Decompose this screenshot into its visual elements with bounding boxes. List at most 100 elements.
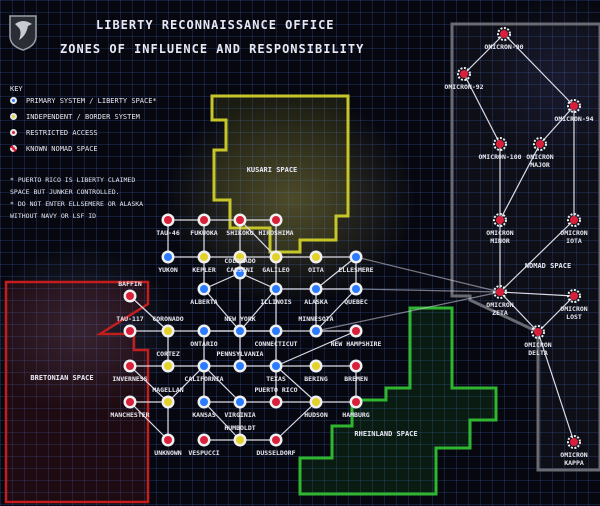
jump-lane — [203, 288, 241, 332]
note-ellesmere-1: * DO NOT ENTER ELLSEMERE OR ALASKA — [10, 200, 144, 208]
system-node-alberta[interactable] — [197, 282, 211, 296]
system-label-cassini: CASSINI — [226, 266, 253, 274]
system-marker-fill — [352, 362, 360, 370]
zone-label-nomad: NOMAD SPACE — [525, 262, 571, 270]
system-node-quebec[interactable] — [349, 282, 363, 296]
system-label-hiroshima: HIROSHIMA — [258, 229, 293, 237]
system-node-illinois[interactable] — [269, 282, 283, 296]
system-node-omicroniota[interactable] — [567, 213, 581, 227]
system-node-kansas[interactable] — [197, 395, 211, 409]
system-node-dusseldorf[interactable] — [269, 433, 283, 447]
system-node-bremen[interactable] — [349, 359, 363, 373]
system-node-hudson[interactable] — [309, 395, 323, 409]
system-node-minnesota[interactable] — [309, 324, 323, 338]
system-node-omicron100[interactable] — [493, 137, 507, 151]
system-node-kepler[interactable] — [197, 250, 211, 264]
system-marker-ring — [567, 289, 581, 303]
note-puerto-rico-1: * PUERTO RICO IS LIBERTY CLAIMED — [10, 176, 136, 184]
system-node-cortez[interactable] — [161, 359, 175, 373]
system-label-newyork: NEW YORK — [224, 315, 255, 323]
system-marker-fill — [200, 253, 208, 261]
system-node-ellesmere[interactable] — [349, 250, 363, 264]
system-node-puertorico[interactable] — [269, 395, 283, 409]
faction-logo-icon — [6, 12, 40, 52]
system-node-alaska[interactable] — [309, 282, 323, 296]
system-label-tau46: TAU-46 — [156, 229, 180, 237]
system-label-omicronminor: OMICRON — [486, 229, 513, 237]
system-node-unknown[interactable] — [161, 433, 175, 447]
system-node-magellan[interactable] — [161, 395, 175, 409]
system-marker-fill — [272, 398, 280, 406]
system-node-humboldt[interactable] — [233, 433, 247, 447]
system-node-virginia[interactable] — [233, 395, 247, 409]
system-node-pennsylvania[interactable] — [233, 359, 247, 373]
system-label-bering: BERING — [304, 375, 328, 383]
system-marker-fill — [312, 362, 320, 370]
system-marker-fill — [352, 398, 360, 406]
system-marker-fill — [272, 216, 280, 224]
system-node-galileo[interactable] — [269, 250, 283, 264]
jump-lane — [167, 365, 205, 403]
zone-label-rheinland: RHEINLAND SPACE — [354, 430, 417, 438]
system-label-fukuoka: FUKUOKA — [190, 229, 217, 237]
note-ellesmere-2: WITHOUT NAVY OR LSF ID — [10, 212, 97, 220]
system-node-inverness[interactable] — [123, 359, 137, 373]
system-marker-fill — [570, 292, 578, 300]
system-node-shikoku[interactable] — [233, 213, 247, 227]
system-node-omicron90[interactable] — [497, 27, 511, 41]
system-node-ontario[interactable] — [197, 324, 211, 338]
jump-lane — [355, 288, 501, 293]
system-node-omicronzeta[interactable] — [493, 285, 507, 299]
system-node-omicronkappa[interactable] — [567, 435, 581, 449]
system-marker-ring — [567, 213, 581, 227]
system-node-omicronminor[interactable] — [493, 213, 507, 227]
system-node-connecticut[interactable] — [269, 324, 283, 338]
system-marker-fill — [164, 362, 172, 370]
system-node-texas[interactable] — [269, 359, 283, 373]
system-node-oita[interactable] — [309, 250, 323, 264]
system-marker-fill — [312, 285, 320, 293]
system-node-cassini[interactable] — [233, 250, 247, 264]
system-node-manchester[interactable] — [123, 395, 137, 409]
system-node-omicronlost[interactable] — [567, 289, 581, 303]
system-node-baffin[interactable] — [123, 289, 137, 303]
system-node-hamburg[interactable] — [349, 395, 363, 409]
system-marker-ring — [457, 67, 471, 81]
system-node-newyork[interactable] — [233, 324, 247, 338]
system-marker-fill — [164, 216, 172, 224]
jump-lane — [463, 33, 505, 75]
system-node-newhampshire[interactable] — [349, 324, 363, 338]
system-label-omicronzeta: OMICRON — [486, 301, 513, 309]
system-node-omicronmajor[interactable] — [533, 137, 547, 151]
system-marker-fill — [312, 327, 320, 335]
system-marker-fill — [200, 362, 208, 370]
map-title: LIBERTY RECONNAISSANCE OFFICE — [96, 18, 335, 32]
system-marker-fill — [164, 253, 172, 261]
system-marker-fill — [200, 398, 208, 406]
system-node-tau117[interactable] — [123, 324, 137, 338]
system-node-vespucci[interactable] — [197, 433, 211, 447]
system-node-bering[interactable] — [309, 359, 323, 373]
key-label-liberty: PRIMARY SYSTEM / LIBERTY SPACE* — [26, 97, 157, 105]
system-node-omicron94[interactable] — [567, 99, 581, 113]
system-label-omicron90: OMICRON-90 — [484, 43, 523, 51]
system-marker-ring — [533, 137, 547, 151]
system-node-hiroshima[interactable] — [269, 213, 283, 227]
system-node-omicrondelta[interactable] — [531, 325, 545, 339]
system-marker-fill — [536, 140, 544, 148]
jump-lane — [203, 272, 241, 290]
system-node-yukon[interactable] — [161, 250, 175, 264]
system-node-california[interactable] — [197, 359, 211, 373]
system-node-omicron92[interactable] — [457, 67, 471, 81]
system-label-omicronminor: MINOR — [490, 237, 510, 245]
system-label-omicron100: OMICRON-100 — [478, 153, 521, 161]
system-label-tau117: TAU-117 — [116, 315, 143, 323]
jump-lane — [503, 33, 575, 107]
system-node-fukuoka[interactable] — [197, 213, 211, 227]
system-node-coronado[interactable] — [161, 324, 175, 338]
system-node-colorado[interactable] — [233, 266, 247, 280]
system-node-tau46[interactable] — [161, 213, 175, 227]
system-marker-ring — [567, 99, 581, 113]
